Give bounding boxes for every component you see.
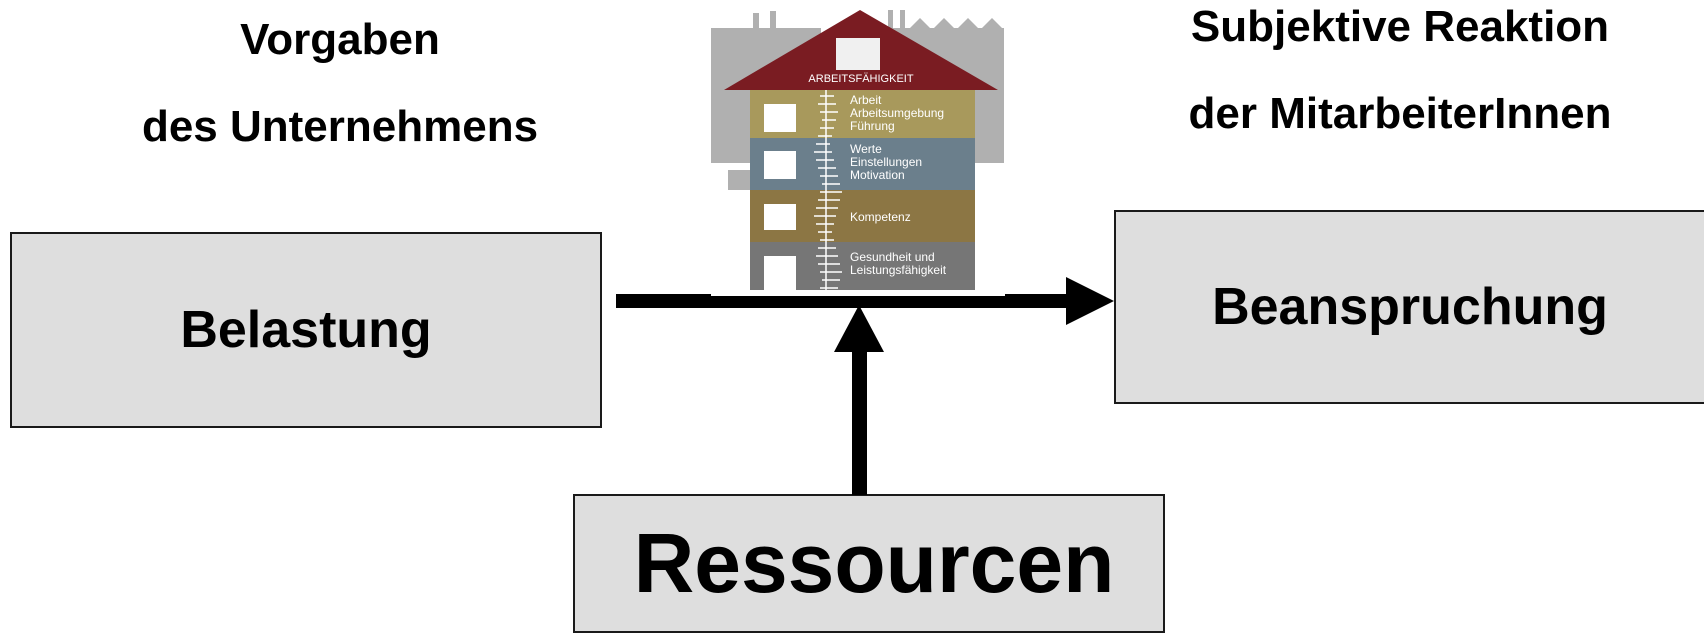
floor-4-line2: Leistungsfähigkeit [850, 263, 947, 277]
house-floor-1: Arbeit Arbeitsumgebung Führung [750, 90, 975, 138]
floor-2-line3: Motivation [850, 168, 905, 182]
belastung-label: Belastung [180, 301, 432, 359]
house-base [711, 290, 1005, 296]
work-ability-house-illustration: ARBEITSFÄHIGKEIT Arbeit Arbeitsumgebung … [711, 10, 1005, 296]
svg-text:Werte Einstellungen: Werte Einstellungen Motivation [850, 142, 925, 182]
heading-left-line2: des Unternehmens [141, 102, 539, 151]
ressourcen-label: Ressourcen [633, 516, 1115, 610]
floor-1-line2: Arbeitsumgebung [850, 106, 944, 120]
belastung-box: Belastung [10, 232, 602, 428]
house-floor-4: Gesundheit und Leistungsfähigkeit [750, 242, 975, 292]
vertical-arrow-shaft [852, 345, 867, 495]
floor-1-line1: Arbeit [850, 93, 882, 107]
svg-text:Gesundheit und Leistungs: Gesundheit und Leistungsfähigkeit [850, 250, 947, 277]
heading-right: Subjektive Reaktion der MitarbeiterInnen [1140, 5, 1660, 136]
roof-label: ARBEITSFÄHIGKEIT [808, 73, 913, 85]
heading-left: Vorgaben des Unternehmens [120, 18, 560, 149]
svg-text:Kompetenz: Kompetenz [850, 210, 911, 224]
floor-1-line3: Führung [850, 119, 895, 133]
floor-3-line1: Kompetenz [850, 210, 911, 224]
svg-text:Arbeit Arbeitsumgebung: Arbeit Arbeitsumgebung Führung [850, 93, 947, 133]
house-floor-2: Werte Einstellungen Motivation [750, 138, 975, 190]
beanspruchung-box: Beanspruchung [1114, 210, 1704, 404]
house-floor-3: Kompetenz [750, 190, 975, 242]
floor-4-line1: Gesundheit und [850, 250, 935, 264]
heading-left-line1: Vorgaben [240, 15, 440, 64]
floor-2-line2: Einstellungen [850, 155, 922, 169]
roof-window [836, 38, 880, 70]
floor-2-line1: Werte [850, 142, 882, 156]
horizontal-arrow-shaft [616, 294, 1071, 308]
heading-right-line2: der MitarbeiterInnen [1188, 89, 1612, 138]
heading-right-line1: Subjektive Reaktion [1190, 2, 1610, 51]
ressourcen-box: Ressourcen [573, 494, 1165, 633]
beanspruchung-label: Beanspruchung [1212, 278, 1608, 336]
staircase-icon [814, 90, 842, 292]
